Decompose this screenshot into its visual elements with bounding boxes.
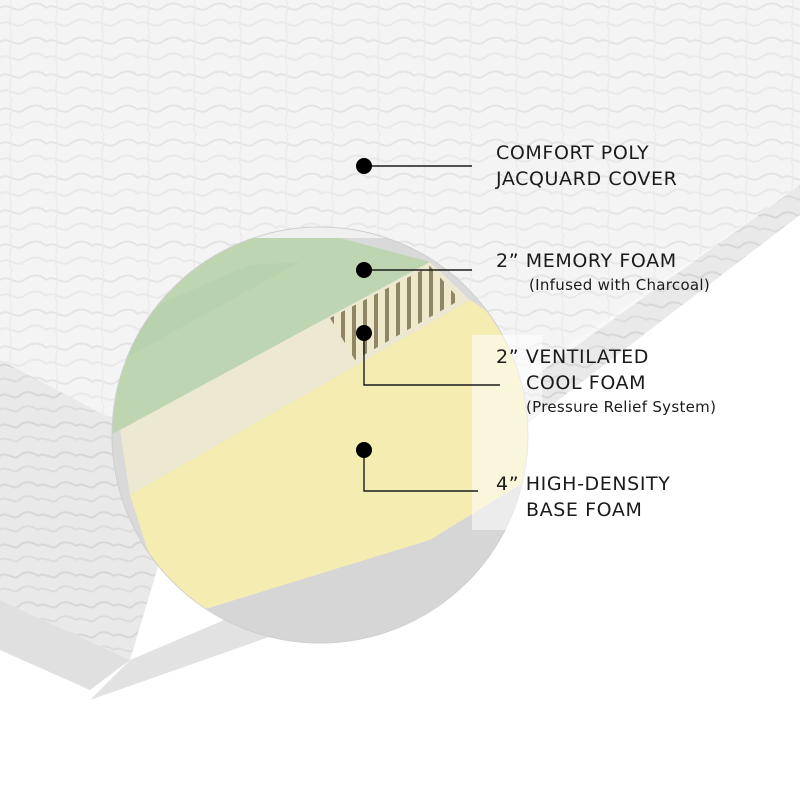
label-ventilated: 2” VENTILATED COOL FOAM (Pressure Relief…	[496, 344, 716, 418]
label-memory-line1: 2” MEMORY FOAM	[496, 250, 677, 272]
label-ventilated-line2: COOL FOAM	[526, 372, 647, 394]
memory-foam-layer	[112, 238, 430, 440]
dot-memory	[356, 262, 372, 278]
callout-dots	[356, 158, 372, 458]
label-cover: COMFORT POLY JACQUARD COVER	[496, 140, 677, 192]
label-ventilated-line1: 2” VENTILATED	[496, 346, 649, 368]
label-memory: 2” MEMORY FOAM (Infused with Charcoal)	[496, 248, 710, 296]
label-backdrop	[472, 335, 542, 530]
cutaway-circle	[112, 227, 528, 643]
dot-ventilated	[356, 325, 372, 341]
leader-ventilated	[363, 333, 500, 386]
label-memory-note: (Infused with Charcoal)	[529, 276, 711, 294]
label-base-line1: 4” HIGH-DENSITY	[496, 473, 671, 495]
leader-base	[363, 450, 478, 492]
label-ventilated-note: (Pressure Relief System)	[526, 398, 717, 416]
label-base-line2: BASE FOAM	[526, 499, 643, 521]
dot-base	[356, 442, 372, 458]
base-foam-layer	[130, 300, 528, 620]
mattress-front-edge	[0, 600, 130, 690]
callout-leaders	[363, 165, 500, 492]
label-cover-line2: JACQUARD COVER	[496, 168, 678, 190]
label-base: 4” HIGH-DENSITY BASE FOAM	[496, 471, 670, 523]
dot-cover	[356, 158, 372, 174]
label-cover-line1: COMFORT POLY	[496, 142, 650, 164]
memory-foam-shade	[112, 262, 300, 372]
